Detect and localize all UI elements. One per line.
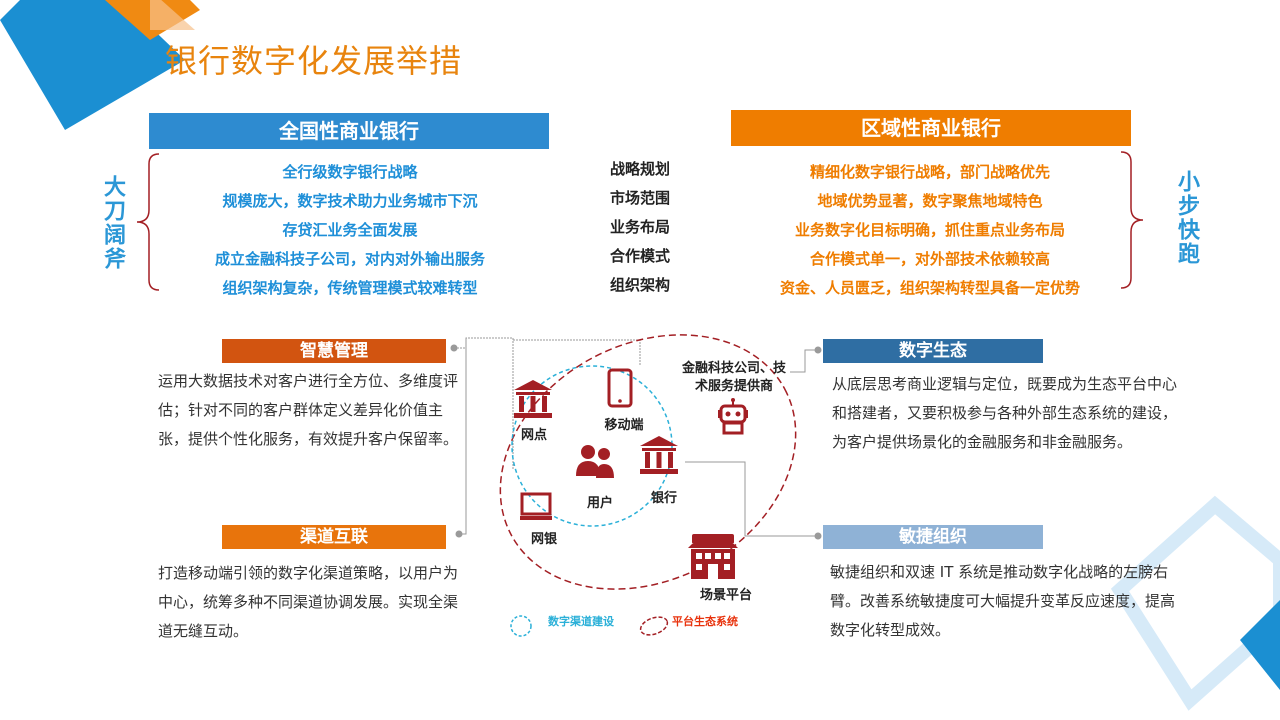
bottom-right-outline-diamond — [1110, 495, 1280, 711]
regional-item-5: 资金、人员匮乏，组织架构转型具备一定优势 — [779, 279, 1080, 297]
top-left-blue-diamond — [0, 0, 185, 130]
national-bank-list: 全行级数字银行战略 规模庞大，数字技术助力业务城市下沉 存贷汇业务全面发展 成立… — [160, 158, 540, 303]
fintech-label: 金融科技公司、技术服务提供商 — [682, 361, 787, 394]
agile-organization-header: 敏捷组织 — [823, 525, 1043, 549]
bottom-right-blue-diamond — [1240, 600, 1280, 690]
top-left-light-shape — [150, 0, 195, 30]
users-icon — [576, 445, 614, 478]
digital-ecosystem-header: 数字生态 — [823, 339, 1043, 363]
laptop-icon — [520, 492, 552, 520]
regional-item-1: 精细化数字银行战略，部门战略优先 — [809, 163, 1050, 181]
dimension-list: 战略规划 市场范围 业务布局 合作模式 组织架构 — [600, 155, 680, 300]
branch-label: 网点 — [520, 428, 547, 443]
dimension-item-1: 战略规划 — [609, 160, 670, 178]
national-item-3: 存贷汇业务全面发展 — [282, 221, 418, 239]
left-brace — [136, 153, 160, 291]
channel-connect-text: 打造移动端引领的数字化渠道策略，以用户为中心，统筹多种不同渠道协调发展。实现全渠… — [158, 564, 459, 640]
national-item-4: 成立金融科技子公司，对内对外输出服务 — [214, 250, 485, 268]
mobile-label: 移动端 — [604, 418, 644, 433]
scene-platform-icon — [688, 534, 738, 579]
dimension-item-3: 业务布局 — [609, 218, 670, 236]
dimension-item-5: 组织架构 — [609, 276, 670, 294]
legend-channel-symbol — [510, 615, 532, 637]
right-brace — [1120, 151, 1144, 289]
national-item-5: 组织架构复杂，传统管理模式较难转型 — [222, 279, 478, 297]
channel-connect-header: 渠道互联 — [222, 525, 446, 549]
user-label: 用户 — [586, 496, 613, 511]
smart-management-text: 运用大数据技术对客户进行全方位、多维度评估；针对不同的客户群体定义差异化价值主张… — [158, 372, 459, 448]
mobile-icon — [607, 368, 633, 408]
dimension-item-4: 合作模式 — [609, 247, 670, 265]
digital-ecosystem-text: 从底层思考商业逻辑与定位，既要成为生态平台中心和搭建者，又要积极参与各种外部生态… — [832, 375, 1178, 451]
bank-icon — [640, 436, 678, 474]
page-title: 银行数字化发展举措 — [165, 42, 463, 80]
regional-bank-header: 区域性商业银行 — [731, 110, 1131, 146]
regional-item-2: 地域优势显著，数字聚焦地域特色 — [817, 192, 1043, 210]
national-item-2: 规模庞大，数字技术助力业务城市下沉 — [222, 192, 478, 210]
smart-management-header: 智慧管理 — [222, 339, 446, 363]
regional-bank-list: 精细化数字银行战略，部门战略优先 地域优势显著，数字聚焦地域特色 业务数字化目标… — [735, 158, 1125, 303]
regional-item-4: 合作模式单一，对外部技术依赖较高 — [809, 250, 1050, 268]
left-vertical-slogan: 大刀阔斧 — [100, 175, 125, 271]
national-bank-header: 全国性商业银行 — [149, 113, 549, 149]
legend-platform-symbol — [639, 616, 669, 636]
scene-platform-label: 场景平台 — [699, 588, 752, 603]
online-banking-label: 网银 — [530, 532, 557, 547]
bank-label: 银行 — [650, 491, 677, 506]
right-vertical-slogan: 小步快跑 — [1174, 170, 1199, 266]
legend-channel-label: 数字渠道建设 — [548, 615, 614, 628]
agile-organization-text: 敏捷组织和双速 IT 系统是推动数字化战略的左膀右臂。改善系统敏捷度可大幅提升变… — [830, 563, 1176, 639]
robot-icon — [718, 398, 748, 435]
national-item-1: 全行级数字银行战略 — [282, 163, 418, 181]
dimension-item-2: 市场范围 — [609, 189, 670, 207]
regional-item-3: 业务数字化目标明确，抓住重点业务布局 — [794, 221, 1065, 239]
branch-icon — [514, 380, 552, 418]
legend-platform-label: 平台生态系统 — [672, 615, 738, 628]
